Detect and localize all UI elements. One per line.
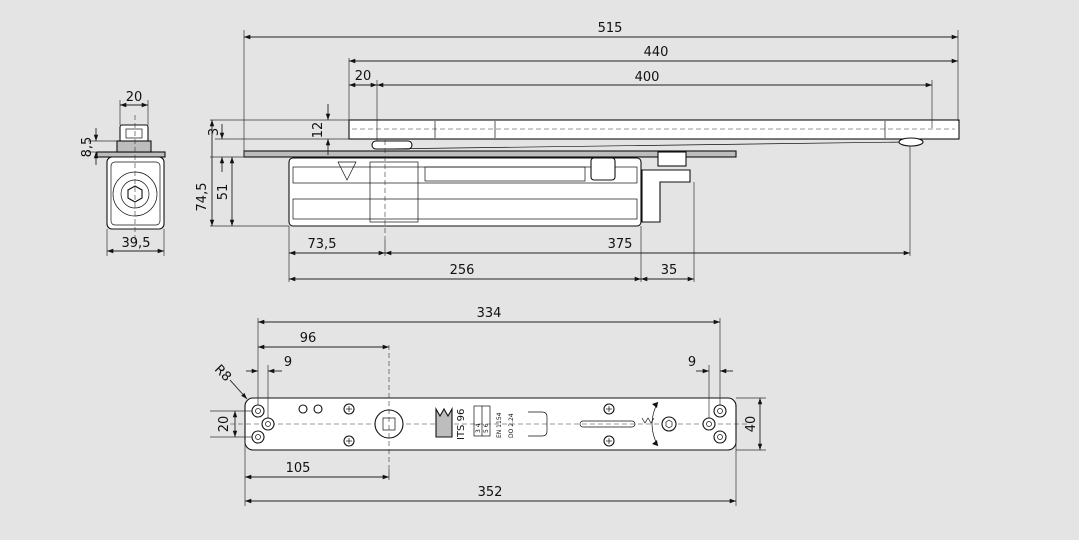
side-dim-8-5: 8,5 <box>80 137 95 158</box>
arm-link <box>379 141 906 150</box>
side-body-inner <box>110 161 161 226</box>
plate-model: ITS 96 <box>456 409 467 440</box>
dim-3: 3 <box>207 128 222 136</box>
dim-440: 440 <box>644 45 669 60</box>
dim-20-plate: 20 <box>217 416 232 433</box>
dim-400: 400 <box>635 70 660 85</box>
dim-352: 352 <box>478 485 503 500</box>
closer-cap <box>590 157 616 181</box>
bracket-top <box>657 151 687 167</box>
dim-r8: R8 <box>211 362 234 385</box>
side-mount-plate <box>96 151 166 158</box>
brand-logo <box>435 406 453 438</box>
dim-12: 12 <box>311 122 326 139</box>
side-slider-base <box>116 140 152 153</box>
dim-334: 334 <box>477 306 502 321</box>
dim-9-left: 9 <box>284 355 292 370</box>
small-hole-b <box>313 404 323 414</box>
size-table-bottom: 5 6 <box>483 423 490 433</box>
side-dim-20: 20 <box>126 90 143 105</box>
left-hole-bottom <box>251 430 265 444</box>
closer-tube <box>424 166 586 182</box>
dim-35: 35 <box>661 263 678 278</box>
dim-515: 515 <box>598 21 623 36</box>
adjust-slot <box>579 420 636 428</box>
plate-view: ITS 96 3 4 5 6 EN 1154 DO 2.24 <box>210 306 766 506</box>
arm-end-pivot <box>898 137 924 147</box>
dim-40: 40 <box>744 416 759 433</box>
dim-96: 96 <box>300 331 317 346</box>
plate-standard: EN 1154 <box>496 412 503 438</box>
dim-73-5: 73,5 <box>308 237 337 252</box>
guide-rail <box>348 119 960 140</box>
side-dim-39-5: 39,5 <box>122 236 151 251</box>
dim-20: 20 <box>355 69 372 84</box>
u-bracket <box>528 411 548 437</box>
right-hole-bottom <box>713 430 727 444</box>
small-hole-a <box>298 404 308 414</box>
arm-shoe <box>371 140 413 150</box>
r8-leader <box>229 379 248 400</box>
size-table-top: 3 4 <box>475 423 482 433</box>
bracket-body <box>641 169 691 223</box>
side-hex-shaft <box>127 185 143 203</box>
dim-9-right: 9 <box>688 355 696 370</box>
closer-lower-band <box>292 198 638 220</box>
dim-51: 51 <box>216 184 231 201</box>
dim-105: 105 <box>286 461 311 476</box>
side-slider <box>119 124 149 143</box>
plate-size-code: DO 2.24 <box>508 413 515 438</box>
closer-body <box>288 157 642 227</box>
dim-74-5: 74,5 <box>195 183 210 212</box>
dim-375: 375 <box>608 237 633 252</box>
left-hole-middle <box>261 417 275 431</box>
dim-256: 256 <box>450 263 475 278</box>
left-hole-top <box>251 404 265 418</box>
right-hole-top <box>713 404 727 418</box>
closer-centre-block <box>369 161 419 223</box>
side-slider-slot <box>125 128 143 139</box>
right-hole-middle <box>702 417 716 431</box>
closer-marker <box>337 161 357 181</box>
side-view: 20 8,5 39,5 <box>80 90 166 256</box>
adjuster-screw <box>661 416 677 432</box>
elevation-view: 515 440 20 400 12 3 74,5 51 73,5 375 256… <box>195 21 960 282</box>
